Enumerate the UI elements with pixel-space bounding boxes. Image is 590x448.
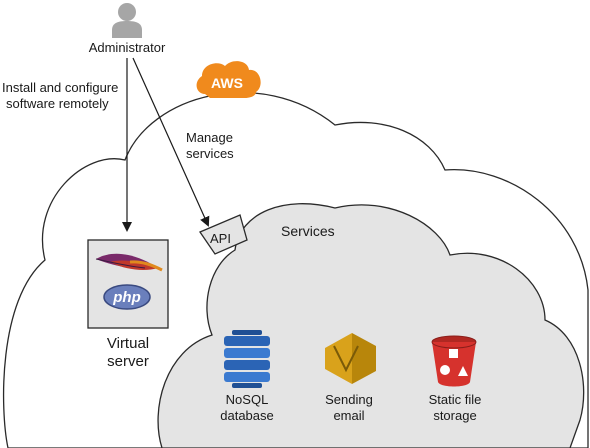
virtual-server-label-line1: Virtual bbox=[107, 335, 149, 352]
api-label: API bbox=[210, 231, 231, 246]
php-logo-label: php bbox=[112, 289, 141, 306]
storage-bucket-icon bbox=[431, 335, 477, 387]
administrator-label: Administrator bbox=[89, 40, 166, 55]
aws-badge: AWS bbox=[196, 61, 261, 98]
database-icon bbox=[224, 330, 270, 388]
install-note: Install and configure software remotely bbox=[2, 80, 118, 111]
virtual-server-label-line2: server bbox=[107, 353, 149, 370]
services-title: Services bbox=[281, 223, 335, 239]
email-label-line2: email bbox=[333, 408, 364, 423]
install-note-line2: software remotely bbox=[6, 96, 109, 111]
storage-label-line2: storage bbox=[433, 408, 476, 423]
email-label-line1: Sending bbox=[325, 392, 373, 407]
nosql-label-line2: database bbox=[220, 408, 274, 423]
manage-arrow bbox=[132, 57, 210, 227]
administrator-user-icon bbox=[112, 3, 142, 38]
manage-note-line2: services bbox=[186, 146, 234, 161]
aws-badge-label: AWS bbox=[211, 75, 243, 91]
apache-feather-icon bbox=[95, 253, 163, 272]
email-icon bbox=[325, 333, 376, 384]
nosql-label-line1: NoSQL bbox=[226, 392, 269, 407]
php-logo-icon: php bbox=[103, 284, 151, 310]
manage-note: Manage services bbox=[186, 130, 234, 161]
virtual-server-box: php bbox=[87, 239, 169, 329]
services-cloud bbox=[157, 203, 585, 448]
storage-label-line1: Static file bbox=[429, 392, 482, 407]
manage-note-line1: Manage bbox=[186, 130, 233, 145]
install-note-line1: Install and configure bbox=[2, 80, 118, 95]
api-tab: API bbox=[199, 214, 248, 255]
